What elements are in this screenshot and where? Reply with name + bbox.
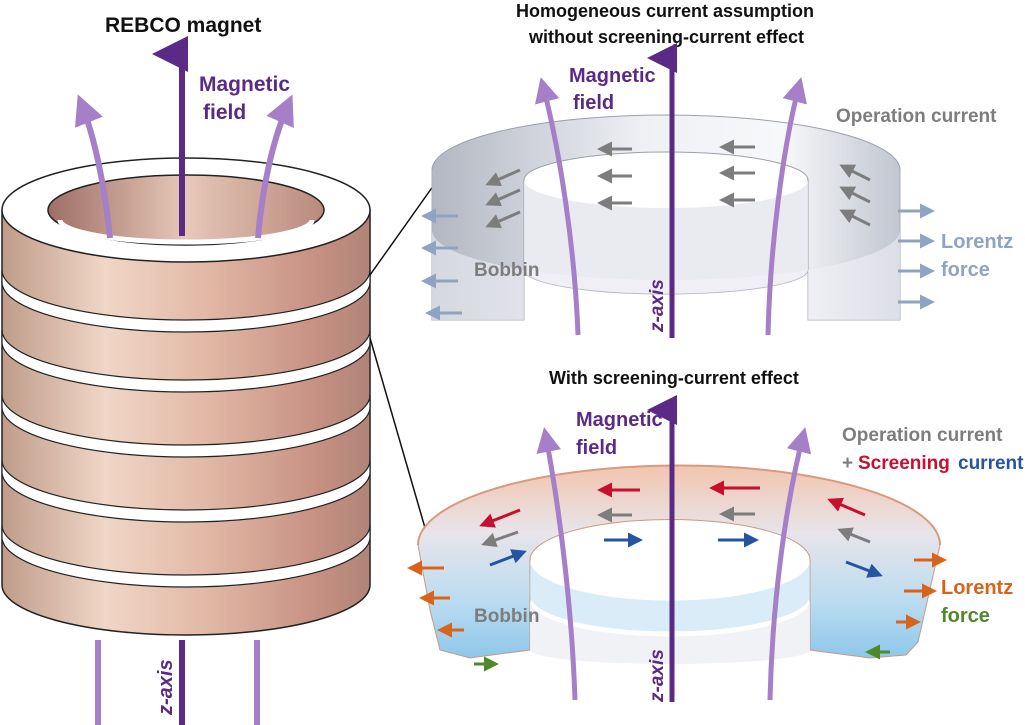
- plus-sign: +: [842, 453, 853, 474]
- pancake-gap-3: [1, 394, 371, 458]
- top-field-label-line2: field: [573, 92, 614, 114]
- screening-arrow: [827, 497, 866, 517]
- bottom-operation-current-arrows: [481, 506, 871, 548]
- current-label: current: [958, 453, 1024, 474]
- connector-bottom: [369, 337, 433, 553]
- bottom-field-label-line2: field: [576, 437, 617, 459]
- op-arrow: [485, 210, 521, 229]
- screening-arrow: [479, 508, 521, 528]
- op-arrow: [837, 527, 871, 544]
- coil-bore: [47, 174, 325, 246]
- field-line-top-right: [255, 94, 294, 239]
- op-arrow: [485, 188, 521, 207]
- field-label-line1: Magnetic: [199, 73, 290, 96]
- top-lorentz-label-line1: Lorentz: [941, 231, 1013, 253]
- pancake-gap-2: [1, 329, 371, 393]
- op-arrow: [481, 530, 519, 548]
- pancake-gap-5: [1, 524, 371, 588]
- top-operation-current-label: Operation current: [836, 106, 997, 127]
- bottom-panel-title: With screening-current effect: [549, 368, 799, 388]
- op-arrow: [485, 168, 521, 187]
- top-field-label-line1: Magnetic: [569, 65, 656, 87]
- panel-screening: With screening-current effect: [407, 368, 1024, 703]
- pancake-gap-4: [1, 459, 371, 523]
- rebco-magnet-figure: REBCO magnet Magnetic field z-axis: [1, 14, 437, 725]
- top-lorentz-arrows: [421, 203, 935, 321]
- connector-top: [369, 181, 437, 276]
- top-z-axis-label: z-axis: [647, 279, 668, 333]
- bottom-field-label-line1: Magnetic: [576, 409, 663, 431]
- op-arrow: [839, 186, 871, 204]
- coil-stack: [1, 157, 371, 636]
- top-field-line-right: [765, 77, 807, 336]
- screening-current-arrows-blue: [489, 532, 883, 578]
- panel-homogeneous: Homogeneous current assumption without s…: [421, 1, 1013, 338]
- top-panel-title-line1: Homogeneous current assumption: [516, 1, 814, 21]
- magnet-title: REBCO magnet: [105, 14, 261, 37]
- bottom-field-line-left: [536, 427, 578, 701]
- screening-current-arrows-red: [479, 480, 866, 528]
- field-line-top-left: [74, 94, 113, 239]
- top-bobbin-label: Bobbin: [474, 260, 539, 281]
- op-arrow: [839, 209, 871, 227]
- bottom-lorentz-label-line2: force: [941, 605, 990, 627]
- op-arrow: [839, 164, 871, 182]
- blue-current-arrow: [845, 560, 883, 578]
- top-operation-current-arrows: [485, 139, 871, 229]
- pancake-gap-1: [1, 269, 371, 333]
- blue-current-arrow: [489, 549, 527, 567]
- bottom-lorentz-label-line1: Lorentz: [941, 577, 1013, 599]
- field-label-line2: field: [203, 101, 246, 124]
- top-panel-title-line2: without screening-current effect: [528, 27, 804, 47]
- top-half-coil: [431, 114, 901, 321]
- bottom-field-line-right: [767, 427, 812, 701]
- bottom-half-coil: [417, 464, 941, 664]
- bottom-lorentz-arrows: [407, 552, 947, 672]
- bottom-operation-current-label: Operation current: [842, 425, 1003, 446]
- screening-label: Screening: [858, 453, 950, 474]
- top-field-line-left: [535, 77, 581, 336]
- bottom-z-axis-label: z-axis: [647, 649, 668, 703]
- top-lorentz-label-line2: force: [941, 259, 990, 281]
- bottom-bobbin-label: Bobbin: [474, 606, 539, 627]
- z-axis-label: z-axis: [155, 659, 177, 716]
